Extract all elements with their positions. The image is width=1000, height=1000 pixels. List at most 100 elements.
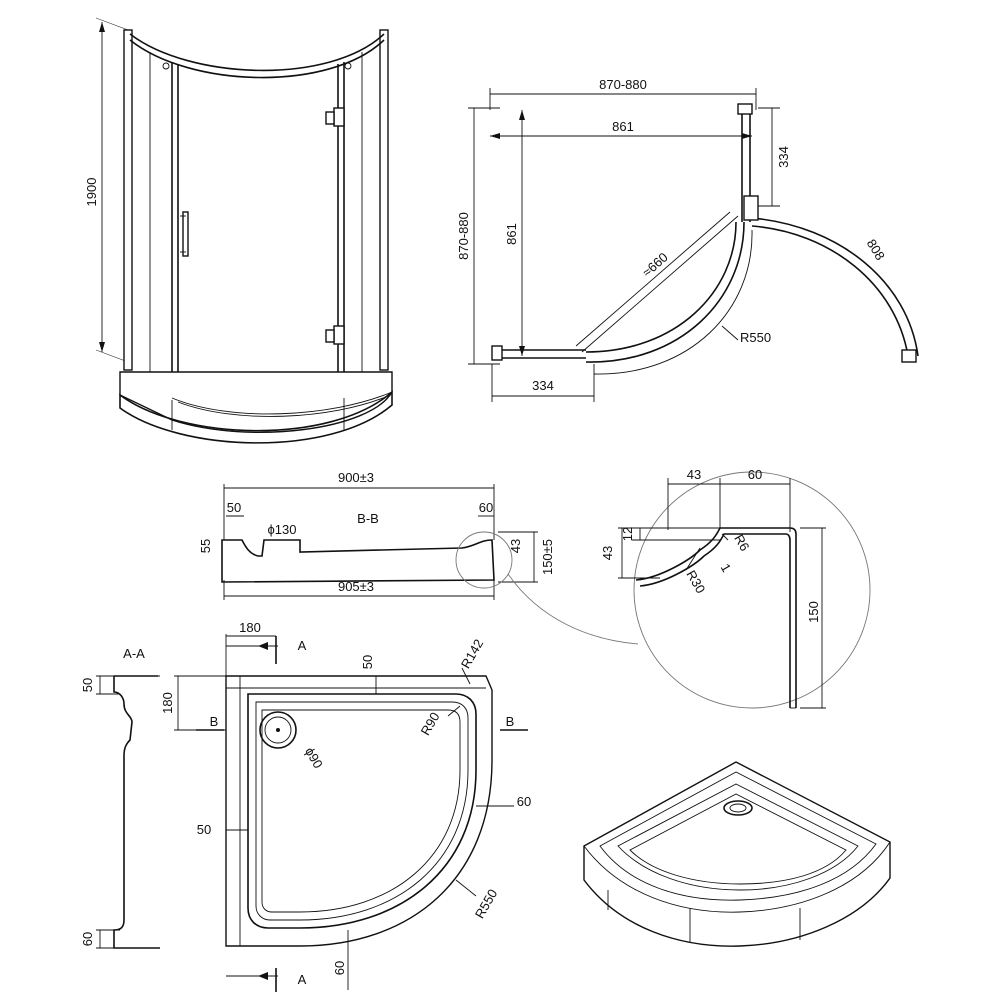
left-height-label: 55 xyxy=(198,539,213,553)
inner-depth-label: 861 xyxy=(504,223,519,245)
right-height-label: 43 xyxy=(508,539,523,553)
tray-iso-rim-top xyxy=(599,771,877,901)
detail-43v-label: 43 xyxy=(600,546,615,560)
tray-basin-inner xyxy=(255,701,469,921)
detail-60-label: 60 xyxy=(748,467,762,482)
tray-iso-drain-icon xyxy=(723,800,753,816)
overall-width-label: 870-880 xyxy=(599,77,647,92)
d50-left-label: 50 xyxy=(197,822,211,837)
tray-outer-body xyxy=(225,675,493,947)
hinge-plate xyxy=(325,111,335,125)
arrowhead xyxy=(258,972,268,980)
label-a-bottom: A xyxy=(298,972,307,987)
swung-door-outer xyxy=(751,225,909,357)
top-curved-rail xyxy=(129,33,385,72)
leader xyxy=(685,547,701,571)
section-aa-title: A-A xyxy=(123,646,145,661)
detail-r30-label: R30 xyxy=(683,568,708,596)
label-a-top: A xyxy=(298,638,307,653)
leader xyxy=(721,533,729,541)
height-label: 1900 xyxy=(84,178,99,207)
tray-aa-profile xyxy=(113,675,160,949)
fixed-panel-right-label: 334 xyxy=(776,146,791,168)
tray-iso-basin xyxy=(617,783,859,891)
detail-12-label: 12 xyxy=(620,527,635,541)
door-opening-chord xyxy=(575,211,731,347)
top-rail-inner xyxy=(129,39,385,79)
tray-rim-2 xyxy=(177,395,389,417)
enclosure-isometric-view: 1900 xyxy=(84,17,393,444)
right-post xyxy=(379,29,389,371)
rim-profile-inner xyxy=(639,533,791,708)
hinge-plate xyxy=(325,329,335,343)
arrowhead xyxy=(99,342,105,352)
total-height-label: 150±5 xyxy=(540,539,555,575)
arrowhead xyxy=(258,642,268,650)
curved-glass-inner xyxy=(585,221,737,353)
hinge-icon xyxy=(333,107,345,127)
door-arc-label: 808 xyxy=(864,236,888,262)
left-post xyxy=(123,29,133,371)
detail-leader-arc xyxy=(507,573,639,645)
tray-plan-view: A A B B 180 180 ϕ90 50 50 xyxy=(160,620,531,992)
arrowhead xyxy=(519,110,525,120)
door-hinge xyxy=(743,195,759,221)
arrowhead xyxy=(742,133,752,139)
aa-top-label: 50 xyxy=(80,678,95,692)
door-opening-label: ≈660 xyxy=(639,249,670,279)
dim-ext-line xyxy=(95,349,129,363)
drain-label: ϕ130 xyxy=(268,522,297,537)
d180-h-label: 180 xyxy=(239,620,261,635)
d60-right-label: 60 xyxy=(517,794,531,809)
d60-bottom-label: 60 xyxy=(332,961,347,975)
overall-depth-label: 870-880 xyxy=(456,212,471,260)
left-rim-label: 50 xyxy=(227,500,241,515)
bottom-width-label: 905±3 xyxy=(338,579,374,594)
section-bb-title: B-B xyxy=(357,511,379,526)
arrowhead xyxy=(519,346,525,356)
drain-icon xyxy=(259,711,297,749)
leader xyxy=(447,705,461,717)
detail-r6-label: R6 xyxy=(731,532,752,554)
r550-label: R550 xyxy=(472,887,501,921)
top-width-label: 900±3 xyxy=(338,470,374,485)
radius-label: R550 xyxy=(740,330,771,345)
curved-glass-outer xyxy=(585,221,745,363)
tray-basin-floor xyxy=(261,709,461,913)
door-opening-chord-2 xyxy=(581,215,739,353)
detail-callout-circle xyxy=(455,531,513,589)
drain-center xyxy=(276,728,280,732)
fixed-panel-bottom-label: 334 xyxy=(532,378,554,393)
section-aa-view: A-A 50 60 xyxy=(80,646,160,949)
arrowhead xyxy=(490,133,500,139)
d180-v-label: 180 xyxy=(160,692,175,714)
right-rim-label: 60 xyxy=(479,500,493,515)
tray-iso-body xyxy=(583,761,891,947)
leader xyxy=(461,667,471,685)
arrowhead xyxy=(99,22,105,32)
drain-inner xyxy=(264,716,292,744)
curved-track xyxy=(593,229,753,375)
top-plan-view: 870-880 861 870-880 861 334 334 xyxy=(456,77,919,402)
tray-basin-outer xyxy=(247,693,477,929)
tray-rim xyxy=(171,391,393,415)
leader xyxy=(721,325,739,341)
label-b-left: B xyxy=(210,714,219,729)
detail-43-label: 43 xyxy=(687,467,701,482)
dim-ext-line xyxy=(95,17,129,31)
drain-inner xyxy=(729,803,747,813)
hinge-icon xyxy=(333,325,345,345)
leader xyxy=(455,879,477,897)
rim-detail-view: 43 60 43 12 R6 R30 1 150 xyxy=(600,467,871,709)
pivot-icon xyxy=(344,62,352,70)
tray-section-profile xyxy=(221,539,495,583)
detail-150-label: 150 xyxy=(806,601,821,623)
inner-width-label: 861 xyxy=(612,119,634,134)
swung-door-inner xyxy=(751,217,919,357)
wall-bracket xyxy=(737,103,753,115)
door-handle xyxy=(182,211,189,257)
d50-top-label: 50 xyxy=(360,655,375,669)
tray-isometric-view xyxy=(583,761,891,947)
rim-profile-outer xyxy=(635,527,797,708)
